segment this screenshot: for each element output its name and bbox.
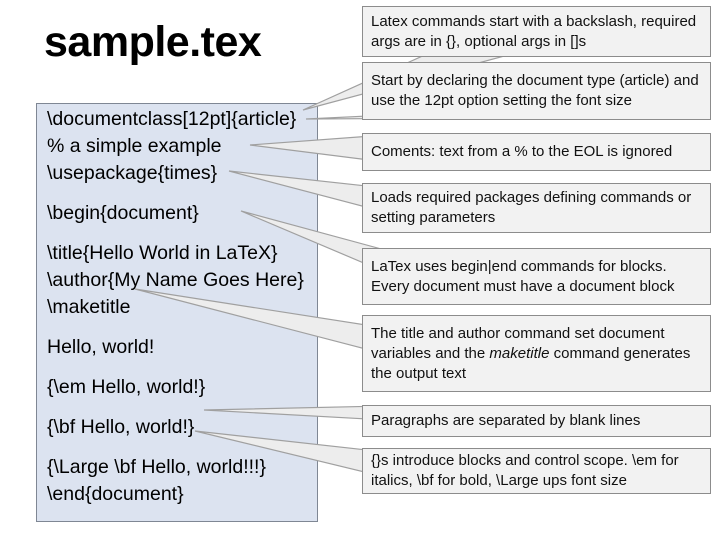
code-line-author: \author{My Name Goes Here} [47, 269, 304, 291]
page-title: sample.tex [44, 18, 262, 66]
callout-text: {}s introduce blocks and control scope. … [371, 452, 679, 489]
code-line-usepackage: \usepackage{times} [47, 162, 218, 184]
code-line-documentclass: \documentclass[12pt]{article} [47, 108, 297, 130]
latex-code-box: \documentclass[12pt]{article} % a simple… [36, 103, 318, 522]
callout-title-author-maketitle: The title and author command set documen… [362, 315, 711, 392]
callout-braces-scope: {}s introduce blocks and control scope. … [362, 448, 711, 494]
code-line-comment: % a simple example [47, 135, 222, 157]
code-line-begin: \begin{document} [47, 202, 199, 224]
callout-text: Paragraphs are separated by blank lines [371, 412, 641, 429]
callout-text-pre: The title and author command set documen… [371, 324, 665, 362]
callout-text: Start by declaring the document type (ar… [371, 72, 699, 109]
callout-packages: Loads required packages defining command… [362, 183, 711, 233]
callout-text: The title and author command set documen… [371, 324, 702, 384]
code-line-title: \title{Hello World in LaTeX} [47, 242, 278, 264]
callout-text-maketitle-italic: maketitle [489, 344, 550, 362]
code-line-em: {\em Hello, world!} [47, 376, 206, 398]
code-line-hello: Hello, world! [47, 336, 155, 358]
code-line-large: {\Large \bf Hello, world!!!} [47, 456, 266, 478]
callout-text: LaTex uses begin|end commands for blocks… [371, 257, 675, 295]
callout-text: Latex commands start with a backslash, r… [371, 12, 697, 50]
callout-document-type: Start by declaring the document type (ar… [362, 62, 711, 120]
callout-begin-end-blocks: LaTex uses begin|end commands for blocks… [362, 248, 711, 305]
callout-text: Loads required packages defining command… [371, 189, 692, 226]
callout-comments: Coments: text from a % to the EOL is ign… [362, 133, 711, 171]
callout-paragraphs: Paragraphs are separated by blank lines [362, 405, 711, 437]
callout-text: Coments: text from a % to the EOL is ign… [371, 143, 673, 160]
code-line-bf: {\bf Hello, world!} [47, 416, 195, 438]
code-line-maketitle: \maketitle [47, 296, 131, 318]
callout-text-post: command generates the output text [371, 344, 691, 382]
callout-latex-commands: Latex commands start with a backslash, r… [362, 6, 711, 57]
code-line-end: \end{document} [47, 483, 184, 505]
